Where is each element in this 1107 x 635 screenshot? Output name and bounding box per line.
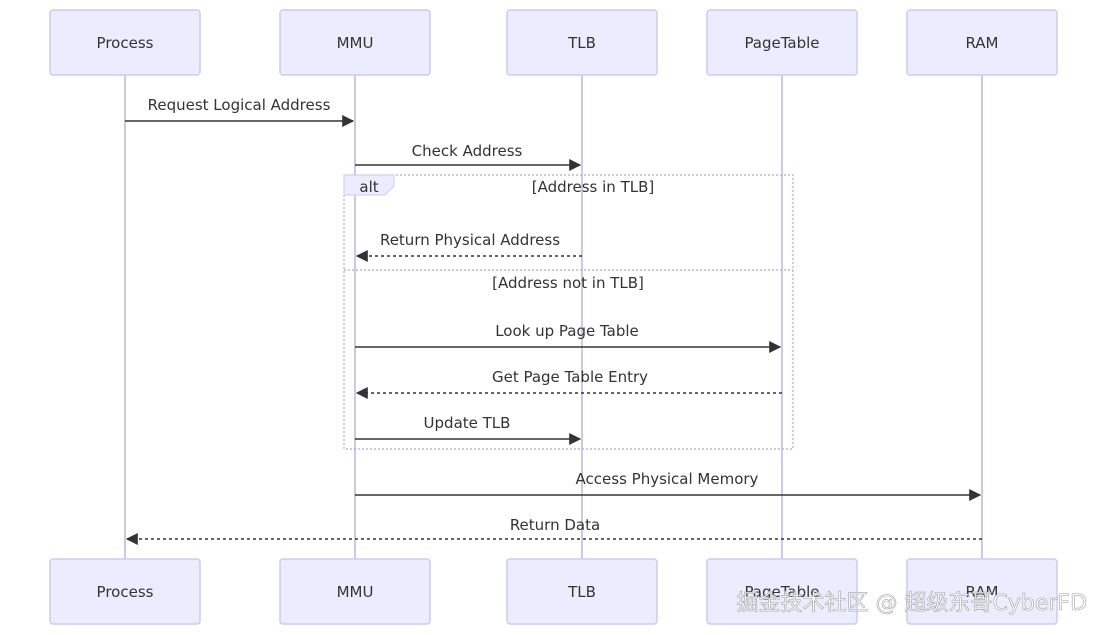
actor-label: TLB [567, 34, 596, 52]
alt-frame-border [343, 174, 794, 450]
actor-box [279, 558, 431, 625]
actor-box [49, 9, 201, 76]
actor-process-top: Process [49, 9, 201, 76]
actor-box [706, 558, 858, 625]
message-label: Update TLB [424, 414, 511, 432]
actor-label: RAM [965, 583, 998, 601]
actor-pagetable-top: PageTable [706, 9, 858, 76]
actor-process-bottom: Process [49, 558, 201, 625]
message-4: Look up Page Table [355, 322, 782, 353]
message-2: Check Address [355, 142, 582, 171]
actor-tlb-top: TLB [506, 9, 658, 76]
message-label: Access Physical Memory [576, 470, 759, 488]
watermark-text: 掘金技术社区 @ 超级东哥CyberFD [736, 591, 1087, 616]
actor-pagetable-bottom: PageTable [706, 558, 858, 625]
actor-ram-top: RAM [906, 9, 1058, 76]
actor-label: MMU [337, 583, 374, 601]
message-3: Return Physical Address [355, 231, 582, 262]
message-label: Return Data [510, 516, 600, 534]
message-label: Check Address [412, 142, 523, 160]
actor-box [49, 558, 201, 625]
actor-label: PageTable [744, 34, 819, 52]
actor-box [706, 9, 858, 76]
actor-tlb-bottom: TLB [506, 558, 658, 625]
actor-box [906, 558, 1058, 625]
actor-box [279, 9, 431, 76]
message-7: Access Physical Memory [355, 470, 982, 501]
actor-label: MMU [337, 34, 374, 52]
alt-condition-1: [Address in TLB] [532, 178, 654, 196]
alt-condition-2: [Address not in TLB] [492, 274, 644, 292]
actor-ram-bottom: RAM [906, 558, 1058, 625]
actor-label: RAM [965, 34, 998, 52]
actor-label: PageTable [744, 583, 819, 601]
message-5: Get Page Table Entry [355, 368, 782, 399]
actor-mmu-top: MMU [279, 9, 431, 76]
message-8: Return Data [125, 516, 982, 545]
message-1: Request Logical Address [125, 96, 355, 127]
message-label: Look up Page Table [495, 322, 639, 340]
message-6: Update TLB [355, 414, 582, 445]
actor-box [506, 9, 658, 76]
actor-box [506, 558, 658, 625]
actor-box [906, 9, 1058, 76]
actor-mmu-bottom: MMU [279, 558, 431, 625]
actor-label: TLB [567, 583, 596, 601]
actor-label: Process [97, 583, 154, 601]
message-label: Request Logical Address [148, 96, 331, 114]
alt-keyword: alt [359, 178, 378, 196]
alt-frame: alt [Address in TLB] [Address not in TLB… [343, 174, 794, 450]
alt-frame-label-tab [343, 174, 395, 196]
message-label: Get Page Table Entry [492, 368, 648, 386]
message-label: Return Physical Address [380, 231, 560, 249]
actor-label: Process [97, 34, 154, 52]
